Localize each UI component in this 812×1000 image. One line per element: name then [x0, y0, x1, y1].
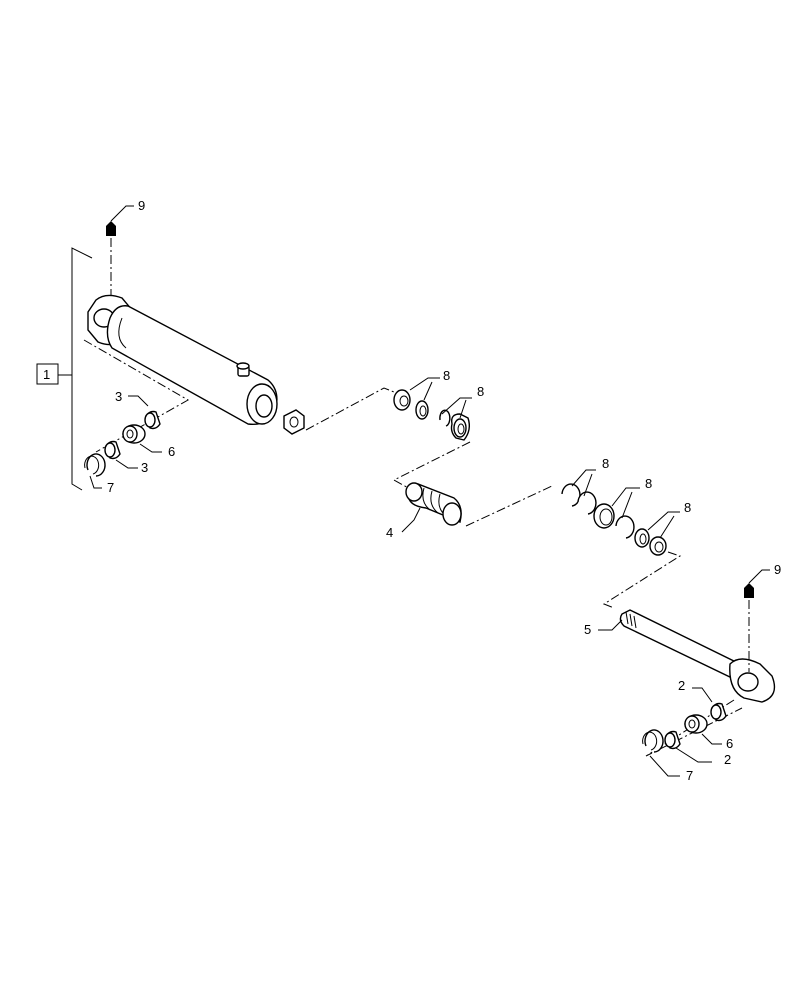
callout-8-b: 8: [477, 384, 484, 399]
callout-5: 5: [584, 622, 591, 637]
callout-8-d: 8: [645, 476, 652, 491]
snap-ring-7-right: [642, 729, 664, 753]
callout-3-lower: 3: [141, 460, 148, 475]
callout-7-left: 7: [107, 480, 114, 495]
seal-oring: [439, 409, 451, 427]
callout-7-right: 7: [686, 768, 693, 783]
callout-8-e: 8: [684, 500, 691, 515]
grease-fitting-top: [106, 205, 134, 300]
snap-ring-7-left: [84, 453, 106, 477]
callout-1-assembly: 1: [43, 367, 50, 382]
grease-fitting-rod: [744, 569, 770, 672]
rod-seals: [634, 528, 667, 556]
bushing-3-lower: [104, 440, 121, 460]
callout-3-upper: 3: [115, 389, 122, 404]
piston-rod: [619, 609, 776, 703]
piston: [405, 482, 462, 526]
spherical-bearing-6-right: [684, 714, 708, 734]
spherical-bearing-6-left: [122, 424, 146, 444]
bushing-3-upper: [144, 410, 161, 430]
callout-4: 4: [386, 525, 393, 540]
gland: [450, 413, 471, 441]
callout-8-a: 8: [443, 368, 450, 383]
callout-9-top: 9: [138, 198, 145, 213]
callout-9-rod: 9: [774, 562, 781, 577]
callout-6-left: 6: [168, 444, 175, 459]
bushing-2-upper: [710, 702, 727, 722]
seal-rod: [415, 400, 429, 420]
piston-backup-rings: [561, 483, 597, 515]
cylinder-barrel: [87, 294, 305, 435]
callout-2-upper: 2: [678, 678, 685, 693]
seal-wiper: [393, 389, 411, 411]
bushing-2-lower: [664, 730, 681, 750]
callout-8-c: 8: [602, 456, 609, 471]
piston-seal-rings: [593, 503, 635, 539]
callout-2-lower: 2: [724, 752, 731, 767]
assembly-bracket: [36, 247, 93, 491]
callout-6-right: 6: [726, 736, 733, 751]
